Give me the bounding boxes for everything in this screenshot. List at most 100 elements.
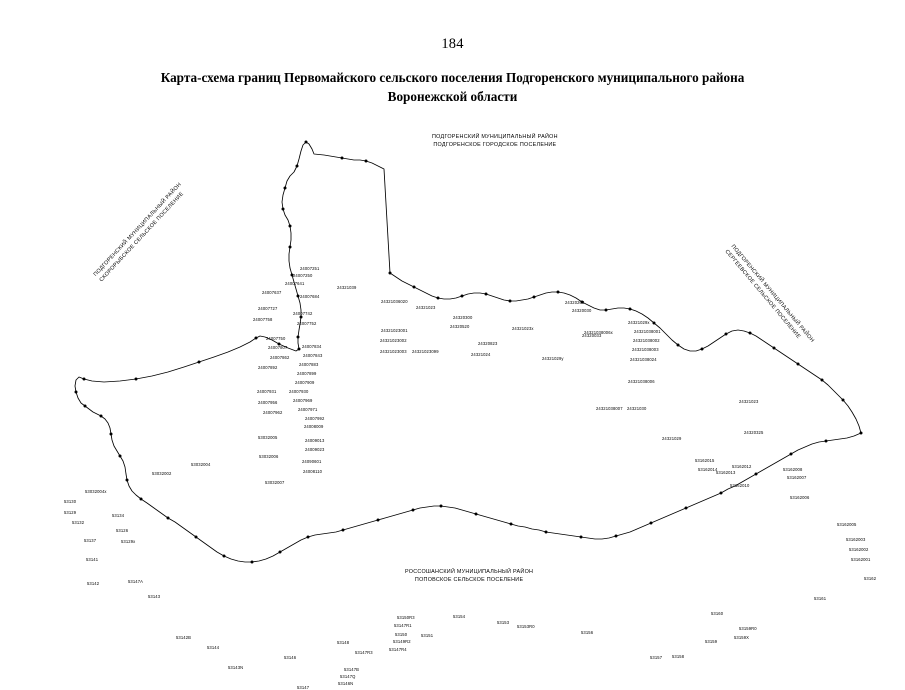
boundary-point-label: 24008009 — [304, 424, 324, 429]
boundary-point-label: 53141 — [86, 557, 99, 562]
boundary-point-label: 53130 — [64, 499, 77, 504]
boundary-vertex-marker — [74, 390, 78, 394]
boundary-vertex-marker — [772, 346, 776, 350]
boundary-point-label: 24321023099 — [412, 349, 439, 354]
boundary-point-label: 24007969 — [293, 398, 313, 403]
boundary-point-label: 53153 — [497, 620, 510, 625]
boundary-vertex-marker — [304, 140, 308, 144]
region-label-line-1: ПОДГОРЕНСКИЙ МУНИЦИПАЛЬНЫЙ РАЙОН — [432, 134, 558, 140]
boundary-vertex-marker — [222, 554, 226, 558]
page-title-line-1: Карта-схема границ Первомайского сельско… — [160, 70, 745, 85]
boundary-point-label: 53032006 — [259, 454, 279, 459]
boundary-point-label: 53147B — [344, 667, 359, 672]
boundary-point-label: 53134 — [112, 513, 125, 518]
boundary-point-label: 53149R2 — [393, 639, 411, 644]
boundary-vertex-marker — [859, 431, 863, 435]
boundary-vertex-marker — [841, 398, 845, 402]
boundary-point-label: 53162001 — [851, 557, 871, 562]
boundary-point-label: 24009023 — [305, 447, 325, 452]
boundary-vertex-marker — [614, 534, 618, 538]
boundary-point-label: 24321038024 — [630, 357, 657, 362]
boundary-vertex-marker — [724, 332, 728, 336]
boundary-point-label: 24007684 — [300, 294, 320, 299]
region-label-podgorensky-gorodskoe: ПОДГОРЕНСКИЙ МУНИЦИПАЛЬНЫЙ РАЙОН ПОДГОРЕ… — [432, 133, 558, 150]
boundary-point-label: 53162013 — [716, 470, 736, 475]
boundary-point-label: 24320300 — [453, 315, 473, 320]
boundary-vertex-marker — [296, 335, 300, 339]
boundary-vertex-marker — [197, 360, 201, 364]
boundary-vertex-marker — [283, 186, 287, 190]
boundary-vertex-marker — [364, 159, 368, 163]
boundary-point-label: 53129 — [64, 510, 77, 515]
boundary-vertex-marker — [628, 307, 632, 311]
boundary-point-label: 24007750 — [266, 336, 286, 341]
boundary-point-label: 53162 — [864, 576, 877, 581]
boundary-vertex-marker — [341, 528, 345, 532]
boundary-outline — [74, 141, 862, 563]
boundary-point-label: 53147R3 — [355, 650, 373, 655]
page-number: 184 — [441, 36, 464, 52]
boundary-point-label: 24007843 — [303, 353, 323, 358]
boundary-point-label: 53147 — [297, 685, 310, 690]
boundary-point-label: 53147Q — [340, 674, 356, 679]
document-page: 184 Карта-схема границ Первомайского сел… — [0, 36, 905, 690]
boundary-point-label: 53160 — [711, 611, 724, 616]
boundary-point-label: 53156 — [581, 630, 594, 635]
boundary-point-label: 53032004x — [85, 489, 107, 494]
region-label-line-1: РОССОШАНСКИЙ МУНИЦИПАЛЬНЫЙ РАЙОН — [405, 569, 534, 575]
boundary-vertex-marker — [388, 271, 392, 275]
boundary-point-label: 53129x — [121, 539, 136, 544]
boundary-point-label: 53132 — [72, 520, 85, 525]
boundary-point-label: 53142B — [176, 635, 191, 640]
boundary-vertex-marker — [649, 521, 653, 525]
boundary-point-label: 53146N — [338, 681, 354, 686]
boundary-map-svg — [74, 140, 863, 564]
boundary-vertex-marker — [754, 472, 758, 476]
boundary-point-label: 53159R0 — [739, 626, 757, 631]
boundary-point-label: 24007931 — [257, 389, 277, 394]
boundary-point-label: 53143N — [228, 665, 244, 670]
boundary-vertex-marker — [556, 290, 560, 294]
boundary-point-label: 24007641 — [285, 281, 305, 286]
boundary-vertex-marker — [789, 452, 793, 456]
boundary-point-label: 53137 — [84, 538, 97, 543]
boundary-point-label: 24320030 — [572, 308, 592, 313]
boundary-vertex-marker — [474, 512, 478, 516]
boundary-vertex-marker — [676, 343, 680, 347]
boundary-vertex-marker — [118, 454, 122, 458]
boundary-point-label: 24321039 — [337, 285, 357, 290]
boundary-point-label: 53144 — [207, 645, 220, 650]
boundary-point-label: 24007962 — [263, 410, 283, 415]
boundary-vertex-marker — [288, 245, 292, 249]
boundary-vertex-marker — [254, 336, 258, 340]
boundary-point-label: 53153R0 — [517, 624, 535, 629]
boundary-vertex-marker — [125, 478, 129, 482]
boundary-vertex-marker — [82, 377, 86, 381]
page-title: Карта-схема границ Первомайского сельско… — [0, 68, 905, 106]
boundary-point-label: 24320823 — [478, 341, 498, 346]
boundary-point-label: 24320520 — [450, 324, 470, 329]
boundary-point-label: 24008110 — [303, 469, 323, 474]
boundary-point-label: 53147R1 — [394, 623, 412, 628]
boundary-point-label: 24320203 — [565, 300, 585, 305]
boundary-point-label: 53162010 — [730, 483, 750, 488]
boundary-point-label: 24321038006x — [584, 330, 613, 335]
boundary-vertex-marker — [376, 518, 380, 522]
boundary-point-label: 24321029y — [542, 356, 564, 361]
boundary-vertex-marker — [460, 294, 464, 298]
boundary-point-label: 53162015 — [695, 458, 715, 463]
boundary-point-label: 53143 — [148, 594, 161, 599]
boundary-point-label: 53159 — [705, 639, 718, 644]
boundary-point-label: 53148 — [337, 640, 350, 645]
boundary-point-label: 24321038001 — [634, 329, 661, 334]
boundary-point-label: 53142 — [87, 581, 100, 586]
boundary-point-label: 24007930 — [289, 389, 309, 394]
boundary-vertex-marker — [684, 506, 688, 510]
boundary-vertex-marker — [99, 414, 103, 418]
boundary-point-label: 53154 — [453, 614, 466, 619]
boundary-point-label: 24007807 — [268, 345, 288, 350]
boundary-point-label: 24321024 — [471, 352, 491, 357]
boundary-vertex-marker — [295, 164, 299, 168]
boundary-point-label: 53158 — [672, 654, 685, 659]
boundary-vertex-marker — [508, 299, 512, 303]
